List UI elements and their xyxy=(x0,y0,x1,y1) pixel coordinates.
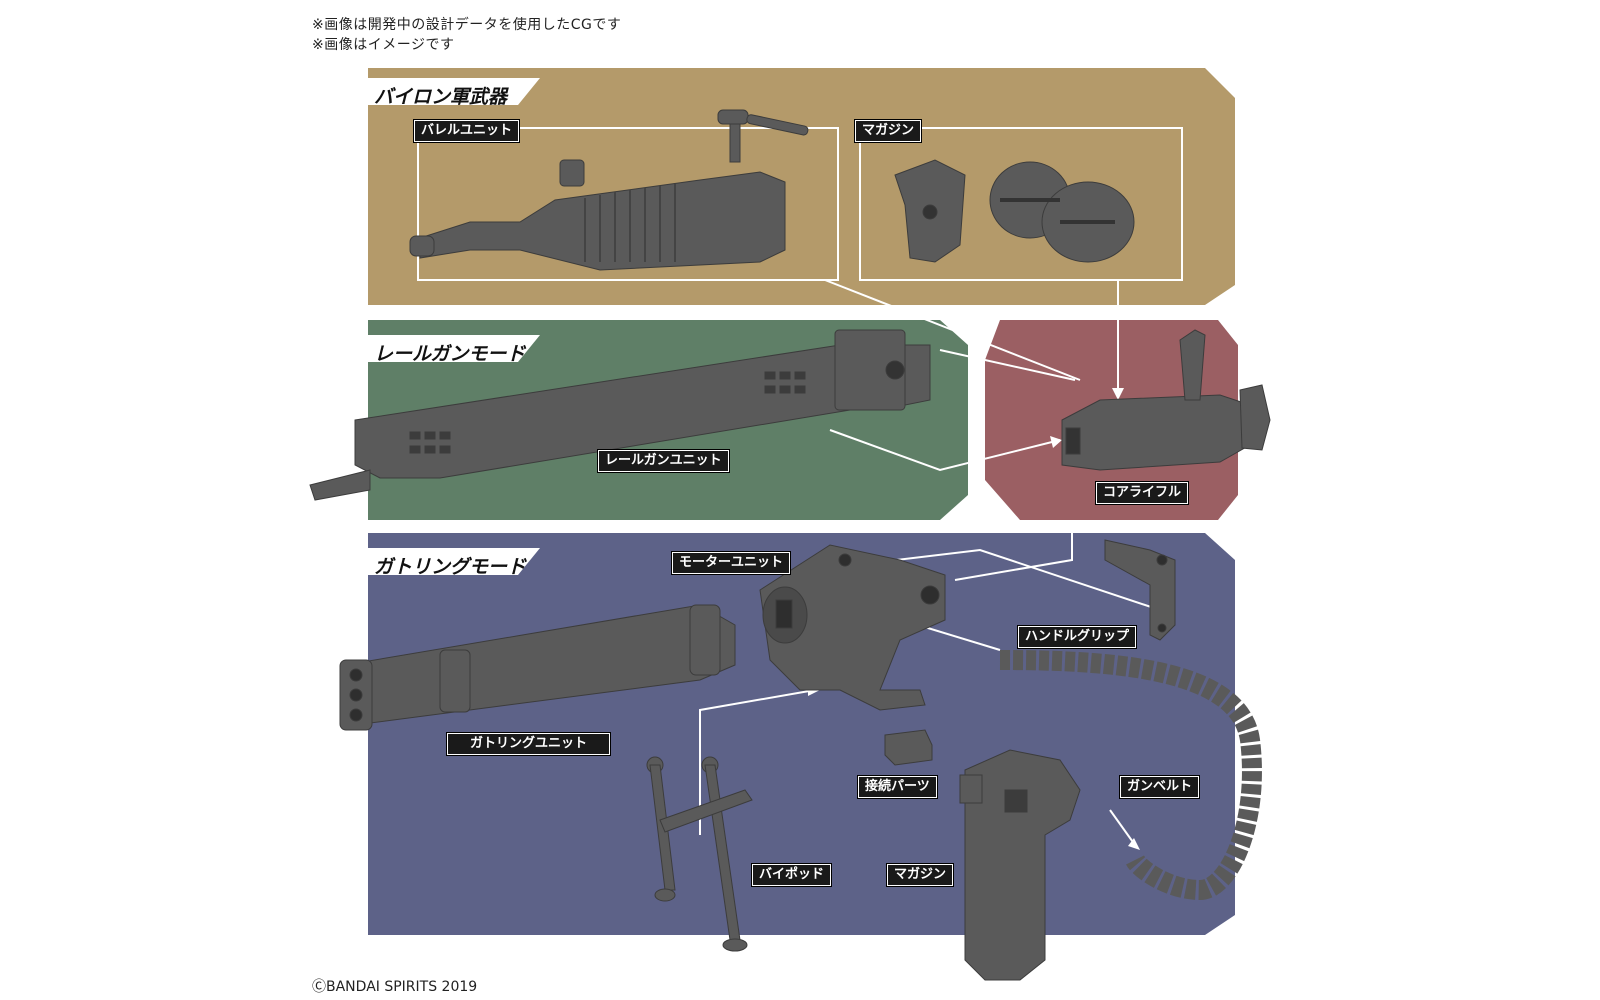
magazine-frame xyxy=(859,127,1183,281)
label-connector-parts: 接続パーツ xyxy=(857,775,938,799)
magazine-top-model xyxy=(894,159,1135,263)
section-heading-pylon: バイロン軍武器 xyxy=(374,86,508,108)
pylon-heading-tab xyxy=(368,78,540,105)
label-handle-grip: ハンドルグリップ xyxy=(1016,625,1138,649)
connector-parts-model xyxy=(884,729,933,766)
label-gun-belt: ガンベルト xyxy=(1118,775,1201,799)
barrel-unit-model xyxy=(409,109,809,271)
gatling-unit-model xyxy=(339,604,736,731)
label-magazine-bottom: マガジン xyxy=(885,863,955,887)
copyright: ⒸBANDAI SPIRITS 2019 xyxy=(312,979,478,995)
gatling-heading-tab xyxy=(368,548,540,575)
motor-unit-model xyxy=(759,544,946,711)
handle-grip-model xyxy=(1104,539,1176,641)
railgun-heading-tab xyxy=(368,335,540,362)
gun-belt-model xyxy=(999,650,1262,901)
label-core-rifle: コアライフル xyxy=(1094,481,1190,505)
railgun-unit-model xyxy=(309,329,931,501)
label-bipod: バイポッド xyxy=(750,863,833,887)
label-barrel-unit: バレルユニット xyxy=(412,119,521,143)
label-motor-unit: モーターユニット xyxy=(670,551,792,575)
note-image: ※画像はイメージです xyxy=(312,37,455,53)
label-magazine-top: マガジン xyxy=(853,119,923,143)
bipod-model xyxy=(646,756,753,952)
core-rifle-model xyxy=(1061,329,1271,471)
section-heading-railgun: レールガンモード xyxy=(374,343,526,365)
note-cg: ※画像は開発中の設計データを使用したCGです xyxy=(312,17,622,33)
magazine-bottom-model xyxy=(959,749,1081,981)
label-gatling-unit: ガトリングユニット xyxy=(445,732,612,756)
section-heading-gatling: ガトリングモード xyxy=(374,556,527,578)
label-railgun-unit: レールガンユニット xyxy=(597,449,730,473)
barrel-frame xyxy=(417,127,839,281)
